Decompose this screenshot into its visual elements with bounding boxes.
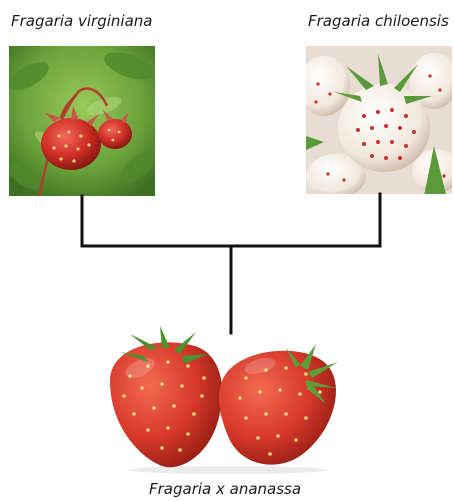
photo-fragaria-ananassa: [100, 326, 356, 474]
offspring-label-ananassa: Fragaria x ananassa: [149, 480, 301, 498]
